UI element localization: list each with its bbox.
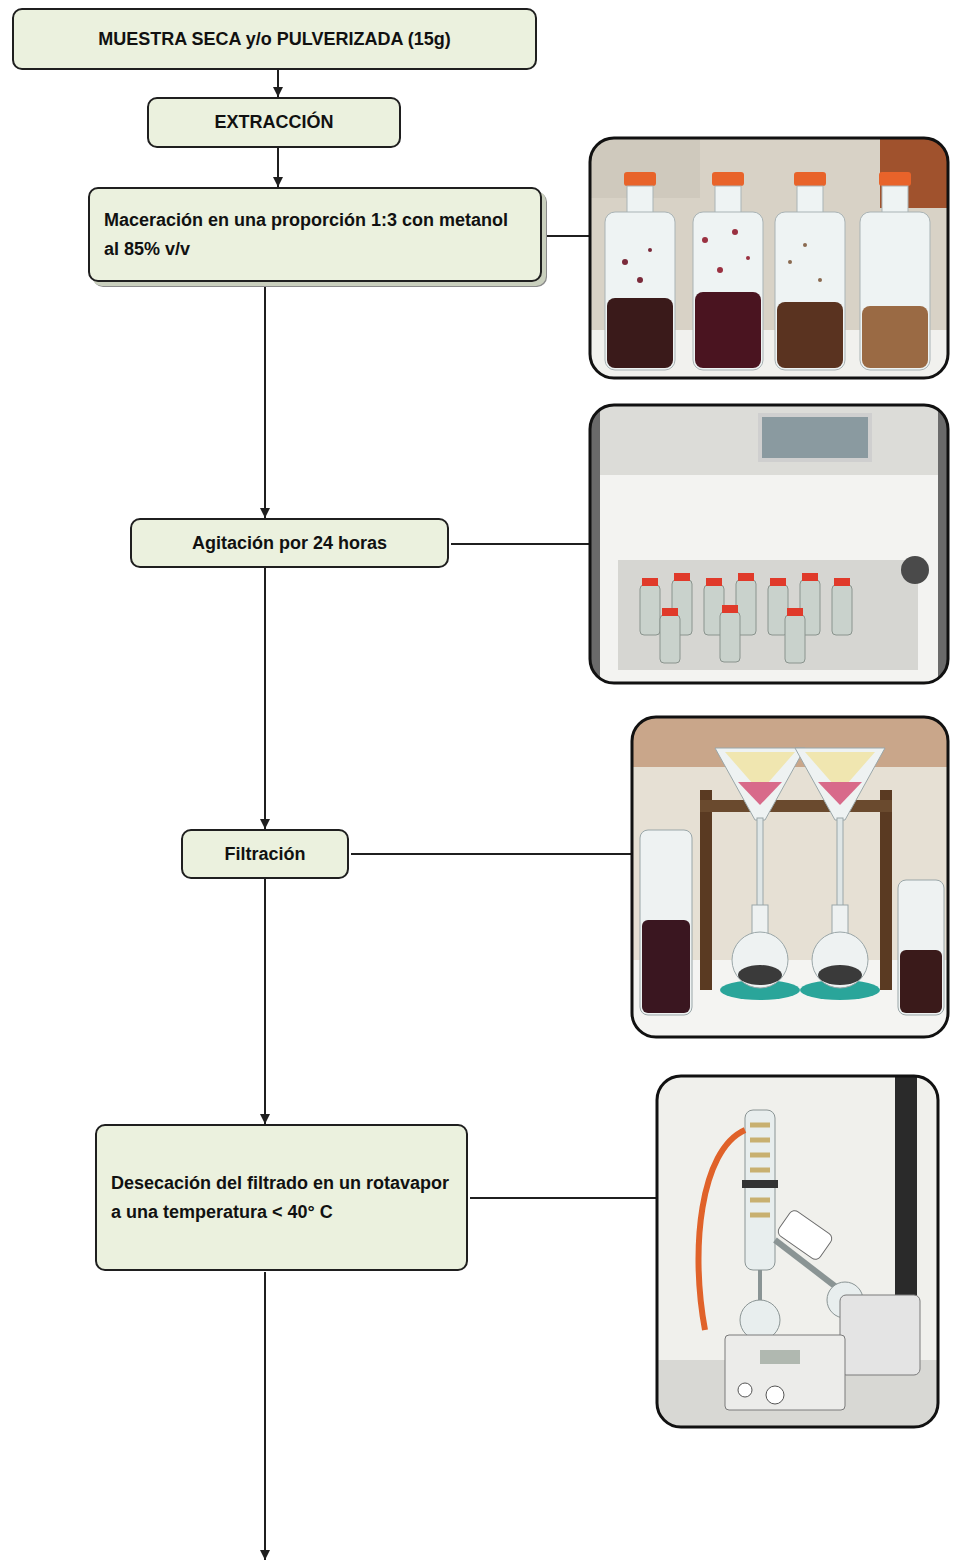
process-box: Desecación del filtrado en un rotavapor … [95,1124,468,1271]
maceration-photo [590,138,948,378]
step-label: EXTRACCIÓN [161,108,387,137]
process-box: Agitación por 24 horas [130,518,449,568]
process-box: MUESTRA SECA y/o PULVERIZADA (15g) [12,8,537,70]
process-box: EXTRACCIÓN [147,97,401,148]
filtration-photo [632,717,948,1037]
leader-lines [351,236,657,1198]
flow-arrow [277,148,279,187]
rotavapor-photo [657,1076,938,1427]
exit-arrow [264,1272,266,1560]
flow-arrow [264,568,266,829]
step-label: Agitación por 24 horas [144,529,435,558]
flow-arrow [277,70,279,97]
step-label: Desecación del filtrado en un rotavapor … [111,1169,454,1227]
flow-arrow [264,879,266,1124]
step-label: Filtración [195,840,335,869]
process-box: Filtración [181,829,349,879]
flow-arrow [264,282,266,518]
shaker-photo [590,405,948,683]
step-label: MUESTRA SECA y/o PULVERIZADA (15g) [26,25,523,54]
step-label: Maceración en una proporción 1:3 con met… [104,206,528,264]
process-box: Maceración en una proporción 1:3 con met… [88,187,542,282]
